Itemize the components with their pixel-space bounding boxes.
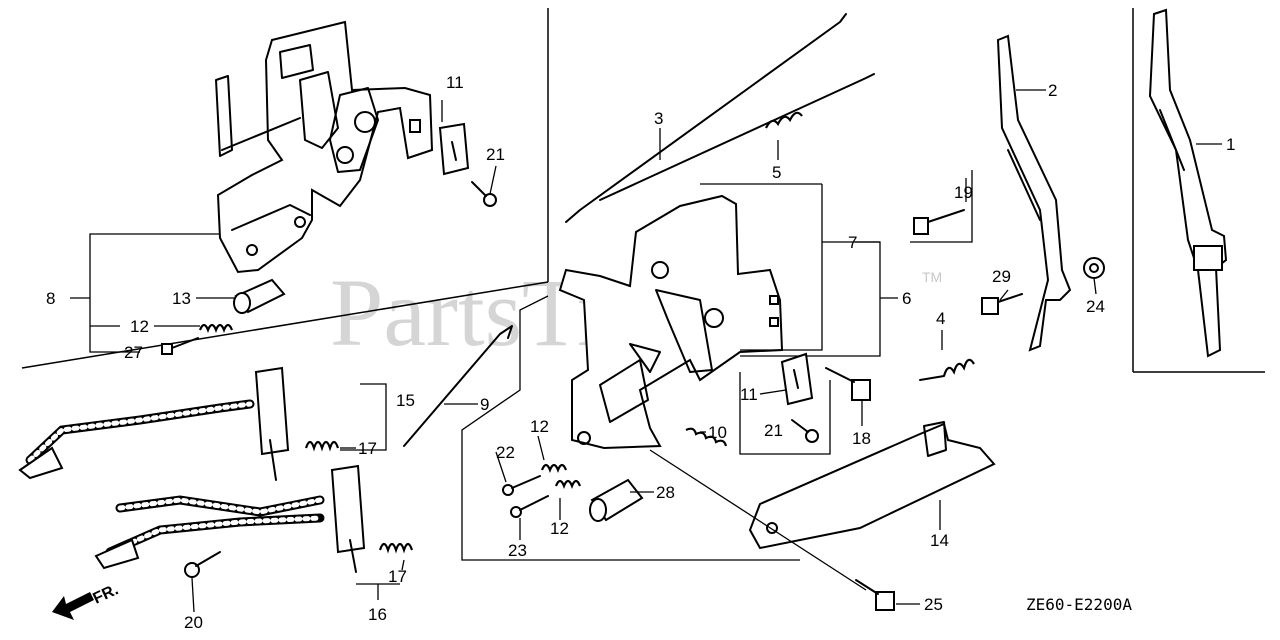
callout-18[interactable]: 18 — [852, 429, 871, 448]
center-group-outline — [461, 295, 800, 561]
front-direction-label: FR. — [91, 581, 122, 607]
spring-12-center-b — [554, 479, 582, 489]
callout-8[interactable]: 8 — [46, 289, 55, 308]
plate-14 — [748, 421, 996, 550]
bolt-18 — [825, 367, 871, 401]
bolt-25 — [855, 579, 895, 611]
spring-12-center-a — [540, 463, 568, 473]
callout-12-center-upper[interactable]: 12 — [530, 417, 549, 436]
callout-25[interactable]: 25 — [924, 595, 943, 614]
bolt-19 — [913, 209, 965, 235]
screw-29 — [981, 293, 1023, 315]
bracket-8 — [70, 233, 220, 353]
lever-1 — [1148, 8, 1228, 358]
screw-21-lower — [791, 419, 819, 443]
callout-21-lower[interactable]: 21 — [764, 421, 783, 440]
callout-7[interactable]: 7 — [848, 233, 857, 252]
callout-2[interactable]: 2 — [1048, 81, 1057, 100]
callout-16[interactable]: 16 — [368, 605, 387, 624]
callout-11-upper[interactable]: 11 — [446, 73, 464, 92]
throttle-rod-3 — [565, 13, 875, 223]
spring-10 — [685, 427, 728, 447]
leader-25-diagonal — [649, 449, 867, 591]
callout-23[interactable]: 23 — [508, 541, 527, 560]
spring-17-lower — [378, 542, 414, 554]
callout-17-lower[interactable]: 17 — [388, 567, 407, 586]
callout-9[interactable]: 9 — [480, 395, 489, 414]
rod-9 — [403, 325, 513, 447]
cable-assembly-15 — [18, 366, 290, 481]
bolt-22 — [502, 475, 541, 496]
diagram-code: ZE60-E2200A — [1026, 595, 1132, 614]
callout-5[interactable]: 5 — [772, 163, 781, 182]
spring-5 — [765, 111, 803, 129]
callout-13[interactable]: 13 — [172, 289, 191, 308]
section-dividers — [21, 8, 1265, 373]
callout-29[interactable]: 29 — [992, 267, 1011, 286]
spring-12-left — [198, 323, 234, 333]
callout-27[interactable]: 27 — [124, 343, 143, 362]
nut-24 — [1083, 257, 1105, 279]
collar-28 — [589, 478, 644, 522]
bolt-23 — [510, 495, 549, 518]
callout-leaders — [154, 89, 1222, 613]
upper-left-control-bracket — [215, 20, 434, 274]
bolt-27 — [161, 337, 199, 355]
front-direction-arrow — [52, 592, 94, 620]
screw-20 — [184, 551, 221, 578]
callout-1[interactable]: 1 — [1226, 135, 1235, 154]
callout-17-upper[interactable]: 17 — [358, 439, 377, 458]
callout-21-upper[interactable]: 21 — [486, 145, 505, 164]
callout-22[interactable]: 22 — [496, 443, 515, 462]
cable-assembly-16 — [94, 464, 366, 573]
callout-20[interactable]: 20 — [184, 613, 203, 632]
leader-19 — [910, 170, 973, 243]
callout-10[interactable]: 10 — [708, 423, 727, 442]
central-control-bracket — [558, 194, 784, 450]
callout-15[interactable]: 15 — [396, 391, 415, 410]
callout-28[interactable]: 28 — [656, 483, 675, 502]
clip-11-upper — [438, 122, 470, 176]
callout-12-left[interactable]: 12 — [130, 317, 149, 336]
callout-3[interactable]: 3 — [654, 109, 663, 128]
callout-6[interactable]: 6 — [902, 289, 911, 308]
spring-4 — [919, 358, 975, 381]
bracket-15 — [340, 383, 387, 451]
bracket-11-21 — [739, 372, 831, 455]
watermark-tm: TM — [922, 269, 942, 285]
callout-19[interactable]: 19 — [954, 183, 973, 202]
clip-11-lower — [780, 352, 814, 406]
callout-11-lower[interactable]: 11 — [740, 385, 758, 404]
callout-14[interactable]: 14 — [930, 531, 949, 550]
lever-2 — [996, 34, 1072, 352]
collar-13 — [233, 278, 286, 314]
callout-12-center-lower[interactable]: 12 — [550, 519, 569, 538]
callout-24[interactable]: 24 — [1086, 297, 1105, 316]
callout-4[interactable]: 4 — [936, 309, 945, 328]
spring-17-upper — [304, 440, 340, 452]
bracket-7-6 — [740, 184, 881, 357]
